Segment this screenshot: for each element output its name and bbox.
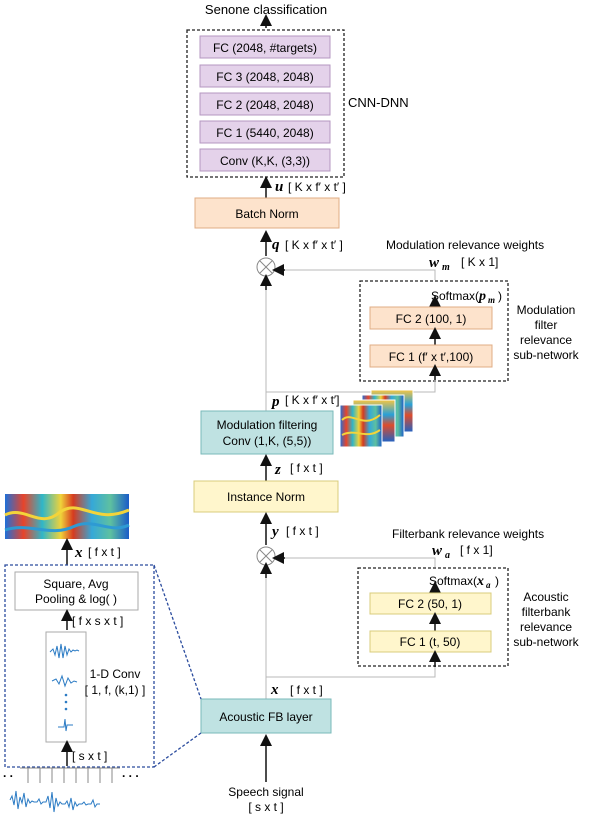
mod-subnet-label-1: Modulation — [517, 303, 576, 317]
frame-ticks — [20, 767, 120, 783]
gabor-filter-waveforms — [49, 643, 80, 732]
mod-softmax-var: p — [478, 289, 486, 304]
mod-filtering-label-2: Conv (1,K, (5,5)) — [223, 434, 312, 448]
fb-subnet-box — [357, 567, 509, 667]
mod-softmax-label: Softmax( — [431, 289, 479, 303]
fb-fc2-label: FC 2 (50, 1) — [398, 597, 462, 611]
fb-fc1-label: FC 1 (t, 50) — [400, 635, 461, 649]
fb-subnet-label-3: relevance — [520, 620, 572, 634]
fb-subnet-label-1: Acoustic — [523, 590, 568, 604]
layer-fc1-label: FC 1 (5440, 2048) — [216, 126, 313, 140]
batch-norm-label: Batch Norm — [235, 207, 298, 221]
mod-filtering-box — [200, 410, 334, 455]
conv-label-1: 1-D Conv — [90, 667, 141, 681]
layer-fc-targets-label: FC (2048, #targets) — [213, 41, 317, 55]
layer-fc1 — [199, 120, 331, 144]
mod-softmax-sub: m — [488, 295, 495, 305]
fb-weights-title: Filterbank relevance weights — [392, 527, 544, 541]
instance-norm-label: Instance Norm — [227, 490, 305, 504]
y-symbol: y — [270, 524, 279, 540]
fb-weights-symbol: w — [432, 543, 443, 559]
u-dims: [ K x f′ x t′ ] — [288, 180, 346, 194]
layer-fc3-label: FC 3 (2048, 2048) — [216, 70, 313, 84]
layer-fc2-label: FC 2 (2048, 2048) — [216, 98, 313, 112]
layer-conv — [199, 148, 331, 172]
q-symbol: q — [272, 237, 280, 253]
fb-softmax-sub: a — [486, 580, 491, 590]
z-symbol: z — [274, 462, 281, 478]
conv-label-2: [ 1, f, (k,1) ] — [85, 683, 146, 697]
layer-fc2 — [199, 92, 331, 116]
dots-right: . . . — [122, 766, 139, 780]
z-dims: [ f x t ] — [290, 461, 323, 475]
mod-weights-dims: [ K x 1] — [461, 255, 498, 269]
fb-detail-box — [4, 564, 155, 768]
fb-weights-dims: [ f x 1] — [460, 543, 493, 557]
mod-filtering-label-1: Modulation filtering — [217, 418, 318, 432]
modulation-multiply-node — [256, 257, 276, 277]
mod-weights-symbol: w — [429, 255, 440, 271]
pooling-label-1: Square, Avg — [43, 577, 108, 591]
fb-weights-arrow — [277, 557, 436, 567]
fb-subnet-label-2: filterbank — [522, 605, 572, 619]
senone-classification-label: Senone classification — [205, 2, 327, 17]
layer-fc3 — [199, 64, 331, 88]
speech-waveform — [9, 790, 100, 813]
mod-fc2-label: FC 2 (100, 1) — [396, 312, 467, 326]
cnn-dnn-label: CNN-DNN — [348, 95, 409, 110]
dots-left: . . — [3, 766, 13, 780]
output-spectrogram — [4, 494, 130, 539]
fb-softmax-var: x — [476, 574, 484, 589]
left-x-dims: [ f x t ] — [88, 545, 121, 559]
filterbank-multiply-node — [256, 546, 276, 566]
mod-fc1-label: FC 1 (f′ x t′,100) — [389, 350, 474, 364]
acoustic-fb-label: Acoustic FB layer — [219, 710, 312, 724]
mod-weights-subscript: m — [442, 262, 450, 273]
x-symbol: x — [270, 682, 279, 698]
st-dims: [ s x t ] — [72, 749, 107, 763]
left-x-symbol: x — [74, 545, 83, 561]
mod-weights-title: Modulation relevance weights — [386, 238, 544, 252]
zoom-line-bottom — [153, 732, 202, 768]
fb-weights-subscript: a — [445, 550, 450, 561]
mod-subnet-label-4: sub-network — [513, 348, 579, 362]
x-dims: [ f x t ] — [290, 683, 323, 697]
mod-softmax-close: ) — [498, 289, 502, 303]
mod-subnet-label-3: relevance — [520, 333, 572, 347]
cnn-dnn-layers: FC (2048, #targets) FC 3 (2048, 2048) FC… — [199, 35, 331, 172]
speech-title: Speech signal — [228, 785, 303, 799]
y-dims: [ f x t ] — [286, 524, 319, 538]
x-to-fb-subnet-line — [266, 660, 436, 678]
mod-weights-arrow — [277, 269, 436, 280]
layer-fc-targets — [199, 35, 331, 59]
p-symbol: p — [270, 394, 280, 410]
pooling-box — [14, 571, 139, 611]
p-dims: [ K x f′ x t′] — [285, 393, 340, 407]
fb-subnet-label-4: sub-network — [513, 635, 579, 649]
layer-conv-label: Conv (K,K, (3,3)) — [220, 154, 310, 168]
mod-subnet-box — [359, 280, 509, 382]
p-to-mod-subnet-line — [266, 374, 436, 393]
fb-softmax-close: ) — [495, 574, 499, 588]
instance-norm-box — [193, 480, 339, 513]
acoustic-fb-box — [200, 698, 332, 734]
modulation-spectrogram-stack — [339, 389, 414, 448]
fb-softmax-label: Softmax( — [429, 574, 477, 588]
q-dims: [ K x f′ x t′ ] — [285, 238, 343, 252]
u-symbol: u — [275, 179, 283, 195]
pooling-label-2: Pooling & log( ) — [35, 592, 117, 606]
speech-dims: [ s x t ] — [248, 800, 283, 814]
fst-dims: [ f x s x t ] — [72, 614, 123, 628]
batch-norm-box — [194, 197, 340, 229]
zoom-line-top — [153, 564, 202, 700]
mod-subnet-label-2: filter — [535, 318, 558, 332]
